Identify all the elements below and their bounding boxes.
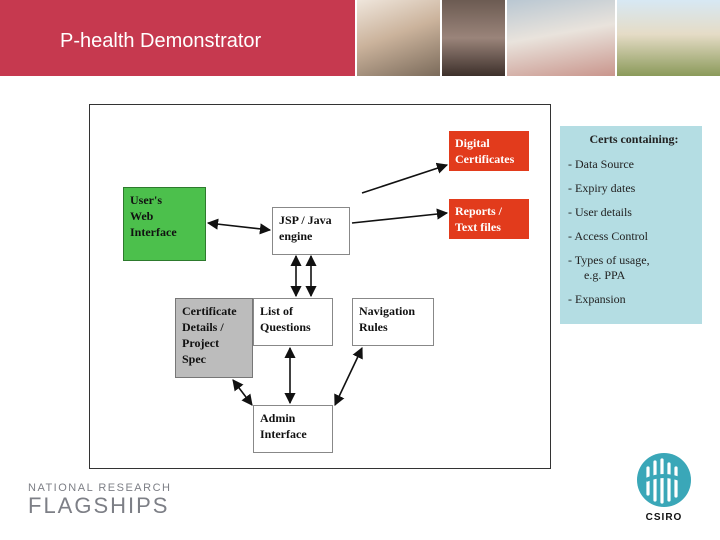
jsp-engine-box: JSP / Java engine: [272, 207, 350, 255]
header-photo-cyclists: [615, 0, 720, 76]
certs-item-ppa: e.g. PPA: [584, 268, 626, 282]
certs-item-types-of-usage: - Types of usage, e.g. PPA: [568, 253, 694, 283]
csiro-logo-icon: [637, 453, 691, 507]
header-photo-lab-worker: [505, 0, 617, 76]
navigation-rules-box: Navigation Rules: [352, 298, 434, 346]
header-photo-lab-shelves: [440, 0, 507, 76]
certs-item-access-control: - Access Control: [568, 229, 648, 243]
admin-interface-box: Admin Interface: [253, 405, 333, 453]
certs-item-user-details: - User details: [568, 205, 632, 219]
page-title: P-health Demonstrator: [60, 30, 262, 52]
header-bar: P-health Demonstrator: [0, 0, 720, 76]
users-web-interface-box: User's Web Interface: [123, 187, 206, 261]
certs-panel: Certs containing: - Data Source - Expiry…: [560, 126, 702, 324]
certs-panel-title: Certs containing:: [589, 132, 679, 146]
certs-item-data-source: - Data Source: [568, 157, 634, 171]
digital-certificates-box: Digital Certificates: [449, 131, 529, 171]
certificate-details-box: Certificate Details / Project Spec: [175, 298, 253, 378]
logo-line2: FLAGSHIPS: [28, 493, 170, 518]
list-of-questions-box: List of Questions: [253, 298, 333, 346]
reports-text-files-box: Reports / Text files: [449, 199, 529, 239]
header-photo-scientist-microscope: [355, 0, 442, 76]
national-research-flagships-logo: NATIONAL RESEARCH FLAGSHIPS: [28, 482, 171, 519]
certs-item-expiry-dates: - Expiry dates: [568, 181, 636, 195]
certs-item-expansion: - Expansion: [568, 292, 626, 306]
logo-line1: NATIONAL RESEARCH: [28, 482, 172, 494]
certs-item-types-of-usage-text: - Types of usage,: [568, 253, 650, 267]
csiro-logo-text: CSIRO: [645, 512, 683, 523]
